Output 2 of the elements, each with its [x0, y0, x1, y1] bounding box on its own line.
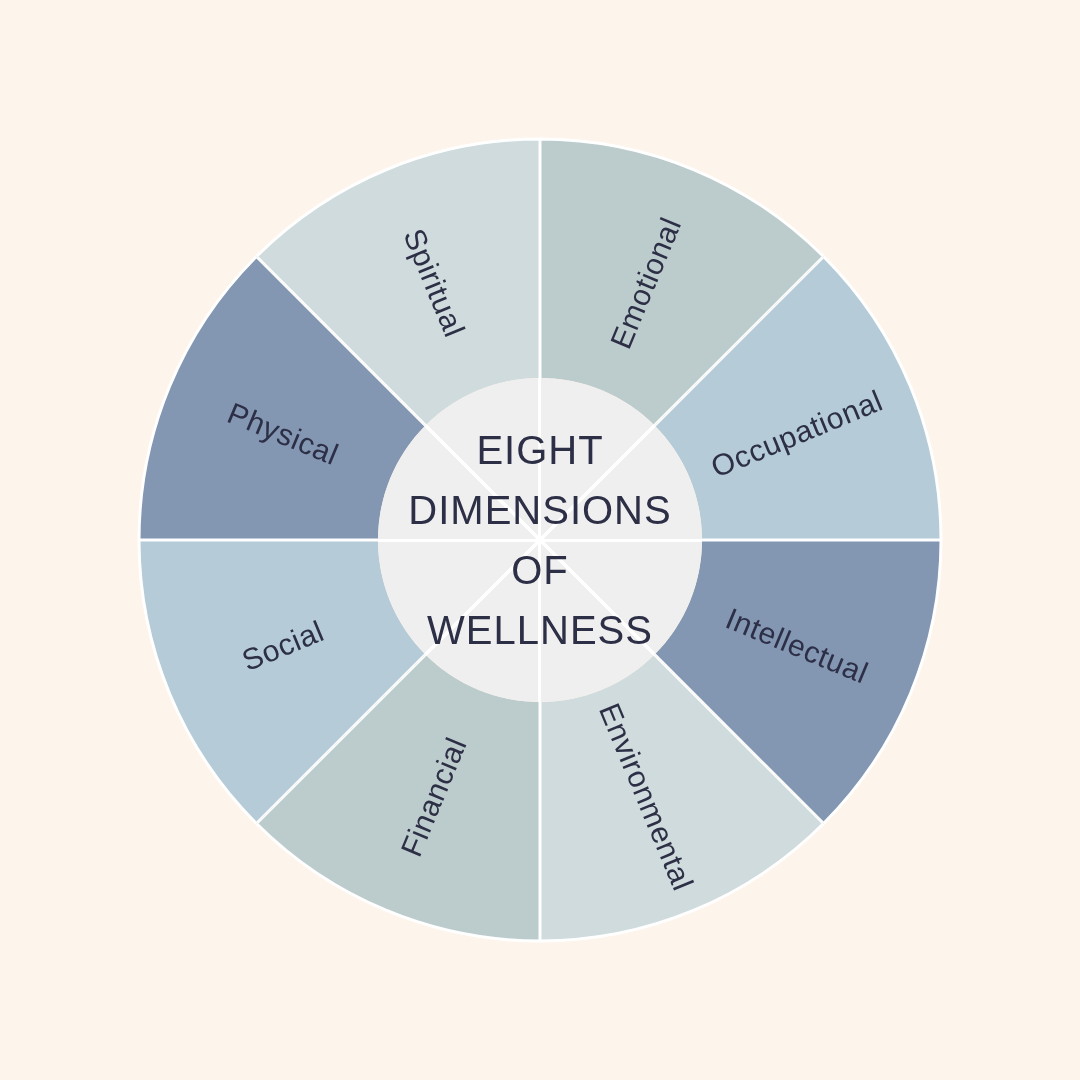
center-title: EIGHT DIMENSIONS OF WELLNESS: [407, 427, 673, 654]
segment-label: Social: [237, 614, 330, 679]
